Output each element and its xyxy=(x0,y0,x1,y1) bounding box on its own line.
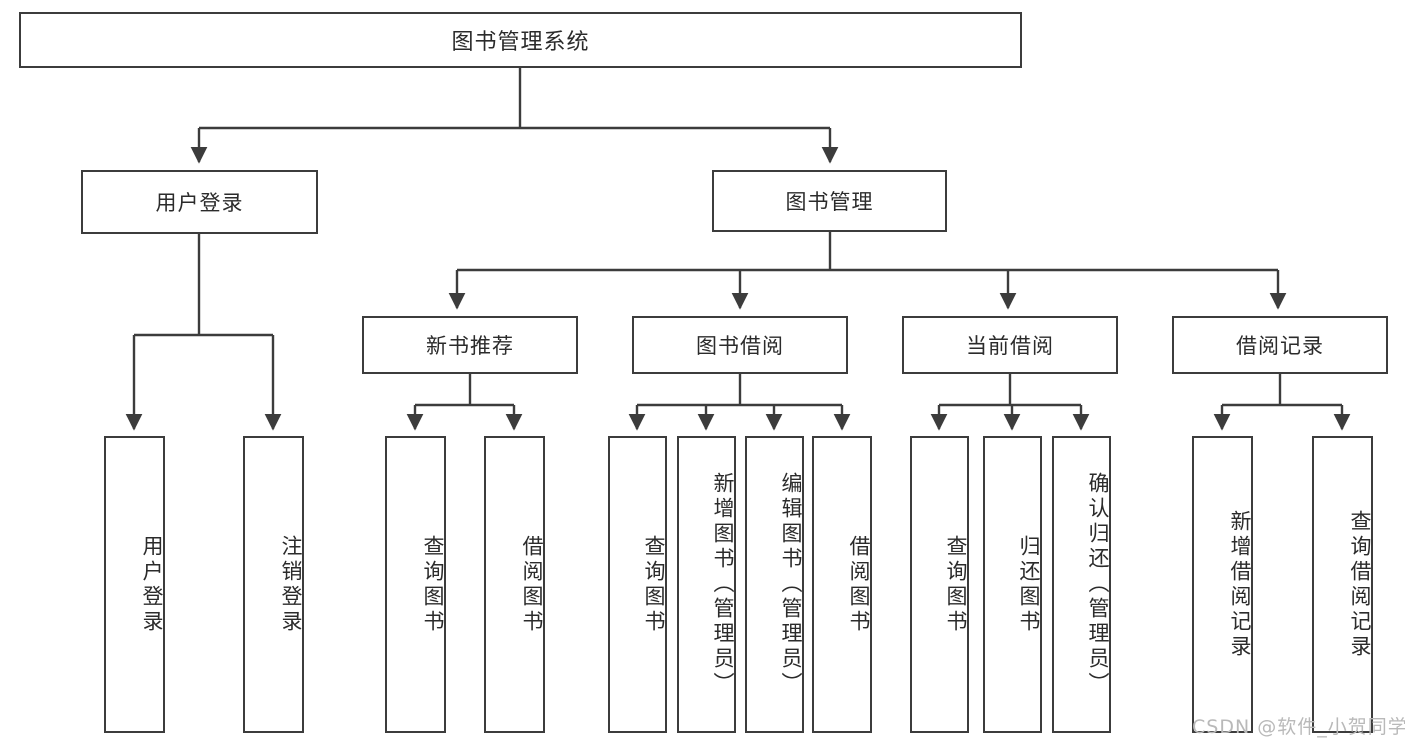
leaf-add-record[interactable]: 新增借阅记录 xyxy=(1192,436,1253,733)
node-book-borrow[interactable]: 图书借阅 xyxy=(632,316,848,374)
node-label: 借阅图书 xyxy=(520,534,544,635)
node-label: 图书借阅 xyxy=(696,334,784,358)
node-label: 借阅记录 xyxy=(1236,334,1324,358)
node-label: 用户登录 xyxy=(155,191,244,215)
node-label: 确认归还（管理员） xyxy=(1086,472,1110,697)
node-label: 查询图书 xyxy=(642,534,666,635)
leaf-query-record[interactable]: 查询借阅记录 xyxy=(1312,436,1373,733)
node-label: 新书推荐 xyxy=(426,334,514,358)
node-label: 归还图书 xyxy=(1017,534,1041,635)
node-book-manage[interactable]: 图书管理 xyxy=(712,170,947,232)
leaf-query-book-1[interactable]: 查询图书 xyxy=(385,436,446,733)
leaf-edit-book[interactable]: 编辑图书（管理员） xyxy=(745,436,804,733)
leaf-query-book-3[interactable]: 查询图书 xyxy=(910,436,969,733)
node-label: 查询图书 xyxy=(421,534,445,635)
node-label: 图书管理 xyxy=(785,190,874,214)
node-label: 新增图书（管理员） xyxy=(711,472,735,697)
leaf-add-book[interactable]: 新增图书（管理员） xyxy=(677,436,736,733)
leaf-logout[interactable]: 注销登录 xyxy=(243,436,304,733)
leaf-user-login[interactable]: 用户登录 xyxy=(104,436,165,733)
node-label: 当前借阅 xyxy=(966,334,1054,358)
node-label: 注销登录 xyxy=(279,534,303,635)
node-label: 新增借阅记录 xyxy=(1228,509,1252,660)
node-label: 用户登录 xyxy=(140,534,164,635)
node-root-system[interactable]: 图书管理系统 xyxy=(19,12,1022,68)
leaf-return-book[interactable]: 归还图书 xyxy=(983,436,1042,733)
leaf-query-book-2[interactable]: 查询图书 xyxy=(608,436,667,733)
node-label: 借阅图书 xyxy=(847,534,871,635)
watermark-text: CSDN @软件_小贺同学 xyxy=(1192,716,1405,738)
node-label: 查询图书 xyxy=(944,534,968,635)
node-label: 图书管理系统 xyxy=(451,30,590,55)
node-label: 查询借阅记录 xyxy=(1348,509,1372,660)
node-user-login[interactable]: 用户登录 xyxy=(81,170,318,234)
node-label: 编辑图书（管理员） xyxy=(779,472,803,697)
leaf-borrow-book-1[interactable]: 借阅图书 xyxy=(484,436,545,733)
leaf-confirm-return[interactable]: 确认归还（管理员） xyxy=(1052,436,1111,733)
node-current-borrow[interactable]: 当前借阅 xyxy=(902,316,1118,374)
node-borrow-record[interactable]: 借阅记录 xyxy=(1172,316,1388,374)
leaf-borrow-book-2[interactable]: 借阅图书 xyxy=(812,436,872,733)
node-new-book-recommend[interactable]: 新书推荐 xyxy=(362,316,578,374)
